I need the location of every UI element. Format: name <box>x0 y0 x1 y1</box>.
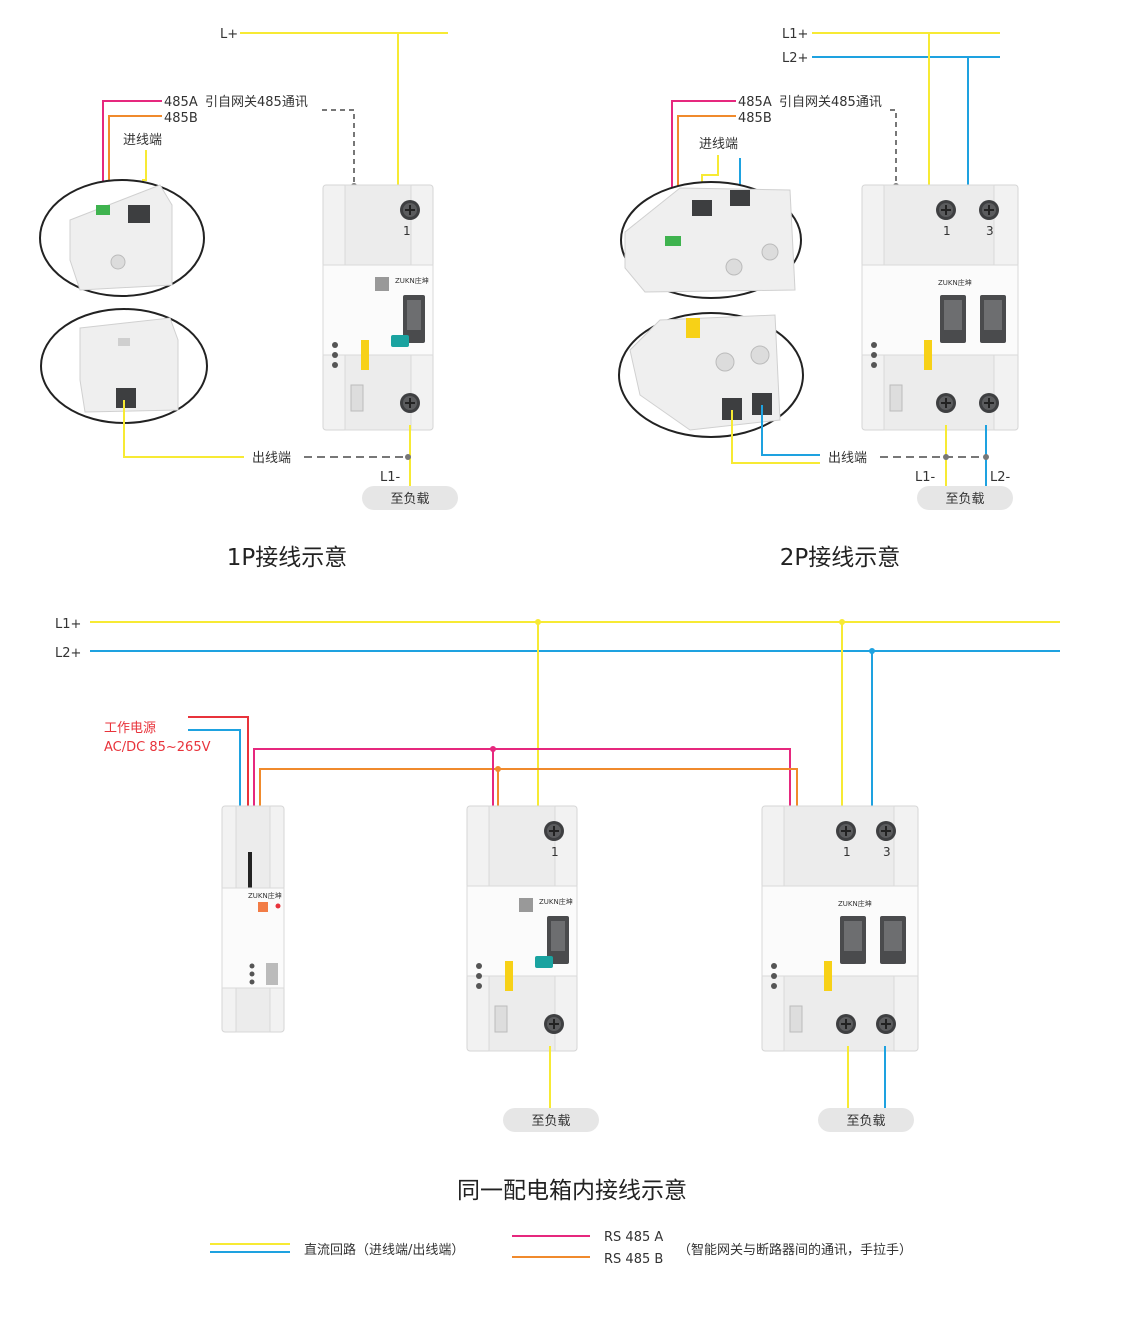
terminal-1-label: 1 <box>403 224 411 238</box>
load-pill-1p <box>362 486 458 510</box>
label-l2-minus-2p: L2- <box>990 470 1011 485</box>
terminal-3-label-2p: 3 <box>986 224 994 238</box>
label-power-range: AC/DC 85~265V <box>104 740 211 755</box>
brand-label-box2: ZUKN庄坤 <box>838 899 872 908</box>
bus-485a <box>253 748 791 808</box>
gateway-brand: ZUKN庄坤 <box>248 891 282 900</box>
breaker-2p: 1 3 ZUKN庄坤 <box>861 184 1019 431</box>
label-l1-plus-box: L1+ <box>55 617 81 632</box>
diagram-2p: L1+ L2+ 485A 485B 引自网关485通讯 进线端 <box>618 27 1019 571</box>
brand-label: ZUKN庄坤 <box>395 276 429 285</box>
label-l1-plus-2p: L1+ <box>782 27 808 42</box>
label-485a: 485A <box>164 95 198 110</box>
title-same-box: 同一配电箱内接线示意 <box>457 1178 687 1204</box>
zoom-inlet-bubble-2p <box>620 181 802 299</box>
label-l-plus: L+ <box>220 27 238 42</box>
label-load-box-2: 至负载 <box>846 1114 885 1129</box>
label-l2-plus-box: L2+ <box>55 646 81 661</box>
breaker-1p-box: 1 ZUKN庄坤 <box>466 805 578 1052</box>
label-power: 工作电源 <box>104 721 156 736</box>
zoom-outlet-bubble-2p <box>618 312 804 438</box>
title-2p: 2P接线示意 <box>780 545 901 571</box>
brand-label-box1: ZUKN庄坤 <box>539 897 573 906</box>
label-gateway-note-2p: 引自网关485通讯 <box>779 95 882 110</box>
label-l2-plus-2p: L2+ <box>782 51 808 66</box>
legend-dc-loop: 直流回路（进线端/出线端） <box>304 1242 464 1258</box>
wire-485a <box>102 100 162 218</box>
terminal-1-label-2p: 1 <box>943 224 951 238</box>
breaker-1p: 1 ZUKN庄坤 <box>322 184 434 431</box>
gateway-device: ZUKN庄坤 <box>221 805 285 1033</box>
label-load-2p: 至负载 <box>945 492 984 507</box>
label-load-box-1: 至负载 <box>531 1114 570 1129</box>
diagram-1p: L+ 485A 485B 引自网关485通讯 进线端 <box>39 27 458 571</box>
legend-485-note: （智能网关与断路器间的通讯，手拉手） <box>678 1242 912 1258</box>
breaker-2p-box: 1 3 ZUKN庄坤 <box>761 805 919 1052</box>
label-l1-minus: L1- <box>380 470 401 485</box>
label-load-1p: 至负载 <box>390 492 429 507</box>
load-pill-box-1 <box>503 1108 599 1132</box>
brand-label-2p: ZUKN庄坤 <box>938 278 972 287</box>
label-gateway-note: 引自网关485通讯 <box>205 95 308 110</box>
label-485b: 485B <box>164 111 198 126</box>
label-l1-minus-2p: L1- <box>915 470 936 485</box>
wire-outlet-zoom <box>123 400 244 458</box>
load-pill-box-2 <box>818 1108 914 1132</box>
label-inlet: 进线端 <box>123 133 162 148</box>
label-outlet-2p: 出线端 <box>828 451 867 466</box>
label-inlet-2p: 进线端 <box>699 137 738 152</box>
legend-485a: RS 485 A <box>604 1230 663 1245</box>
load-pill-2p <box>917 486 1013 510</box>
label-485a-2p: 485A <box>738 95 772 110</box>
diagram-same-box: L1+ L2+ 工作电源 AC/DC 85~265V <box>55 617 1060 1204</box>
terminal-3-label-box2: 3 <box>883 845 891 859</box>
label-485b-2p: 485B <box>738 111 772 126</box>
zoom-inlet-bubble <box>39 179 205 297</box>
wire-gateway-dashed <box>322 109 355 186</box>
terminal-1-label-box: 1 <box>551 845 559 859</box>
legend-485b: RS 485 B <box>604 1252 663 1267</box>
terminal-1-label-box2: 1 <box>843 845 851 859</box>
legend: 直流回路（进线端/出线端） RS 485 A RS 485 B （智能网关与断路… <box>210 1230 912 1267</box>
title-1p: 1P接线示意 <box>227 545 348 571</box>
label-outlet: 出线端 <box>252 451 291 466</box>
bus-485b <box>259 768 798 808</box>
